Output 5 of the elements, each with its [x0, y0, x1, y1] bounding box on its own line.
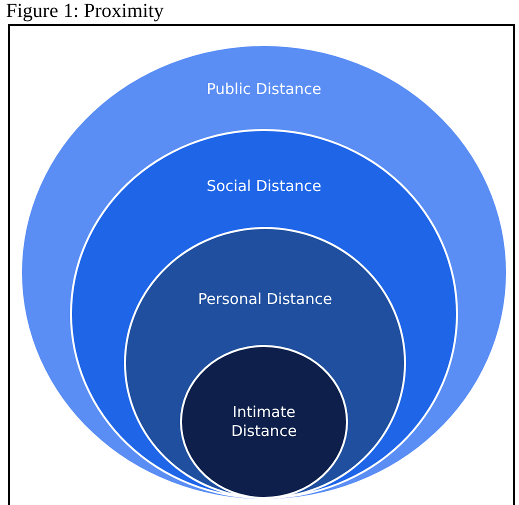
zone-label: Public Distance [206, 80, 322, 99]
figure-title: Figure 1: Proximity [6, 0, 164, 22]
zone-label: Intimate Distance [230, 403, 298, 441]
zone-label: Social Distance [206, 177, 322, 196]
zone-label: Personal Distance [198, 290, 332, 309]
